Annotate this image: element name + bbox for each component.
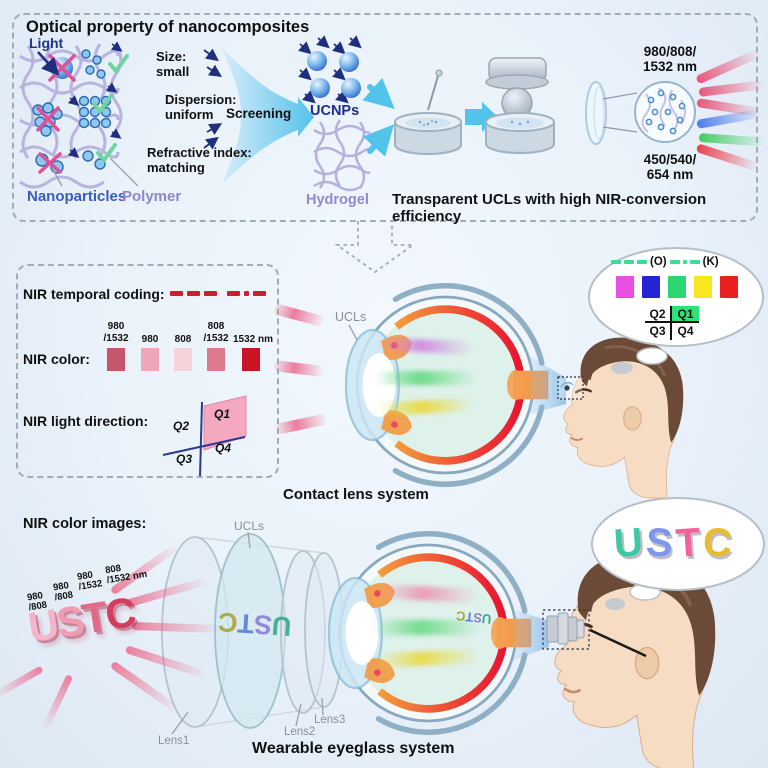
label-pointers	[51, 157, 139, 187]
lens1-label: Lens1	[158, 735, 190, 747]
quadrant-q2: Q2	[173, 419, 190, 433]
swatch-label: 1532 nm	[232, 334, 274, 345]
o-label: (O)	[650, 256, 667, 268]
bubble-q3: Q3	[645, 323, 672, 340]
mixing-dish	[394, 69, 462, 155]
light-direction-label: NIR light direction:	[23, 413, 149, 429]
visible-wavelengths-label: 450/540/ 654 nm	[643, 152, 697, 183]
projection-cone-2	[514, 610, 549, 660]
top-caption: Transparent UCLs with high NIR-conversio…	[392, 191, 707, 225]
color-square	[694, 276, 712, 298]
temporal-coding-label: NIR temporal coding:	[23, 286, 165, 302]
swatch-label: 808	[174, 334, 192, 345]
swatch-label: 980	[141, 334, 159, 345]
nir-images-title: NIR color images:	[23, 516, 147, 532]
nir-color-swatch	[207, 348, 225, 371]
nir-color-swatch	[242, 348, 260, 371]
ustc-letter: C	[455, 608, 467, 625]
thought-bubble-2	[591, 497, 765, 610]
ustc-letter: S	[644, 520, 677, 566]
nir-color-swatch	[141, 348, 159, 371]
color-square	[720, 276, 738, 298]
polymer-network-illustration	[19, 41, 139, 189]
color-square	[668, 276, 686, 298]
contact-lens-on-eye	[552, 372, 584, 401]
ustc-letter: U	[270, 610, 293, 642]
swatch-label: 808 /1532	[203, 321, 229, 344]
ucls-label-2: UCLs	[234, 519, 265, 533]
size-label: Size: small	[156, 49, 190, 79]
perceived-ustc-image: USTC	[612, 519, 737, 567]
color-square	[616, 276, 634, 298]
quadrant-q4: Q4	[215, 441, 232, 455]
bubble-code-row: (O) (K)	[611, 256, 719, 268]
converge-arrows	[362, 77, 395, 157]
ustc-letter: S	[472, 610, 483, 626]
glasses-device	[542, 609, 647, 658]
nir-wavelengths-label: 980/808/ 1532 nm	[642, 44, 698, 75]
panel-title: Optical property of nanocomposites	[26, 18, 310, 36]
quadrant-q3: Q3	[176, 452, 193, 466]
light-arrow	[37, 51, 60, 76]
nir-color-swatch	[107, 348, 125, 371]
quadrant-diagram	[162, 395, 247, 478]
ustc-letter: T	[674, 520, 705, 566]
curing-molds	[485, 57, 555, 154]
check-marks	[92, 54, 129, 164]
ucls-pointer	[348, 324, 358, 341]
nanoparticles-label: Nanoparticles	[27, 188, 127, 205]
dispersion-label: Dispersion: uniform	[165, 92, 237, 122]
reject-x-marks	[36, 54, 76, 174]
magnified-lens-structure	[602, 81, 696, 143]
section-arrow	[334, 221, 416, 274]
nir-color-label: NIR color:	[23, 351, 90, 367]
ucnps-label: UCNPs	[310, 103, 360, 119]
contact-lens	[585, 81, 607, 145]
bubble-q1: Q1	[672, 306, 699, 323]
quadrant-q1: Q1	[214, 407, 231, 421]
ustc-letter: S	[252, 608, 273, 641]
nir-color-swatch	[174, 348, 192, 371]
temporal-code-o	[170, 291, 217, 296]
scatter-arrows	[67, 41, 123, 158]
ucls-label-1: UCLs	[335, 310, 367, 324]
refractive-index-label: Refractive index: matching	[147, 145, 252, 175]
contact-lens-caption: Contact lens system	[283, 486, 429, 503]
lens2-label: Lens2	[284, 726, 316, 738]
bubble-quadrant-table: Q2 Q1 Q3 Q4	[645, 306, 699, 340]
image-beam-green	[372, 620, 480, 635]
ustc-letter: C	[217, 606, 239, 638]
projection-cone-1	[530, 356, 566, 414]
bubble-q2: Q2	[645, 306, 672, 323]
upconverted-beam-green	[375, 371, 475, 385]
head-1	[562, 336, 685, 500]
lens-ustc-image: USTC	[217, 605, 292, 641]
bubble-q4: Q4	[677, 324, 694, 338]
ustc-letter: C	[701, 520, 737, 566]
retina-glow-1	[507, 370, 525, 400]
ustc-letter: T	[464, 609, 475, 625]
ustc-letter: U	[612, 519, 648, 567]
hydrogel-label: Hydrogel	[306, 192, 369, 208]
eyeglass-caption: Wearable eyeglass system	[252, 740, 455, 757]
color-square	[642, 276, 660, 298]
swatch-label: 980 /1532	[103, 321, 129, 344]
lens-stack	[161, 531, 344, 735]
screening-funnel	[203, 48, 314, 184]
bubble-color-squares	[616, 276, 738, 298]
light-label: Light	[29, 35, 64, 51]
ustc-letter: T	[236, 607, 256, 639]
hydrogel-mesh	[313, 119, 371, 192]
wavelength-tag: 980 /1532	[76, 569, 104, 594]
k-label: (K)	[702, 256, 719, 268]
temporal-code-k	[227, 291, 266, 296]
retina-glow-2	[491, 617, 509, 649]
ucnp-particles	[298, 35, 362, 104]
screening-label: Screening	[226, 106, 292, 121]
lens3-label: Lens3	[314, 714, 346, 726]
polymer-label: Polymer	[122, 188, 182, 205]
